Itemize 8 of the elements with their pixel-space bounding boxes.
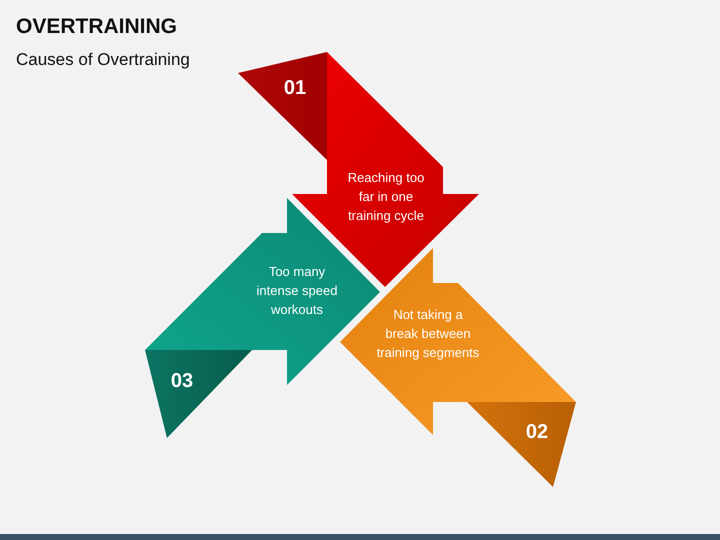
title-heading: OVERTRAINING [16, 14, 178, 40]
cause-text: Not taking a break between training segments [376, 306, 480, 362]
cause-text: Too many intense speed workouts [256, 263, 338, 319]
cause-text: Reaching too far in one training cycle [346, 169, 426, 225]
step-number: 03 [170, 370, 194, 392]
step-number: 02 [526, 421, 548, 443]
subtitle-text: Causes of Overtraining [16, 49, 190, 71]
step-number: 01 [284, 77, 306, 99]
